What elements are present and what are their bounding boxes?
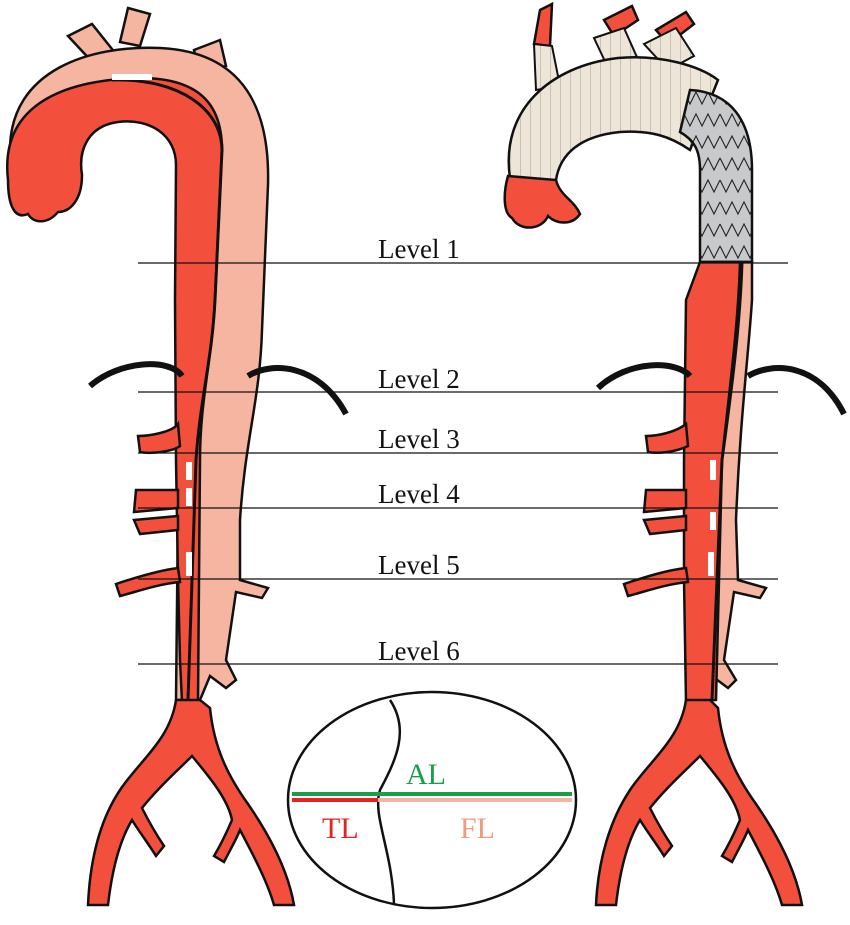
level-lines: Level 1 Level 2 Level 3 Level 4 Level 5 … [138, 234, 788, 666]
fl-label: FL [460, 812, 495, 845]
right-aorta-celiac-branch [644, 421, 690, 454]
level-4-label: Level 4 [378, 479, 460, 509]
right-aorta-arch-graft [507, 56, 720, 182]
level-6-label: Level 6 [378, 636, 460, 666]
right-aorta-tear-1 [710, 460, 716, 480]
right-aorta-sma-branch [642, 514, 688, 536]
left-aorta-tear-1 [186, 462, 192, 480]
left-aorta-renal-branch [132, 488, 180, 514]
right-aorta-iliac-bifurcation [594, 698, 804, 907]
left-aorta-celiac-branch [136, 420, 182, 454]
al-label: AL [406, 758, 446, 791]
right-aorta-stent-graft [678, 88, 754, 264]
right-aorta-branch-2-stub [602, 4, 640, 38]
right-aorta-tear-2 [710, 512, 716, 530]
left-aorta-tear-3 [186, 552, 192, 576]
left-aorta-branch-1 [118, 6, 152, 48]
right-aorta-root [503, 174, 582, 229]
right-aorta [503, 1, 847, 907]
cross-section: AL TL FL [286, 690, 578, 910]
level-3-label: Level 3 [378, 424, 460, 454]
cross-section-flap [376, 699, 402, 905]
left-aorta-sma-branch [132, 514, 180, 536]
left-aorta-arch-gap [112, 74, 152, 80]
right-aorta-diaphragm-arc [595, 362, 847, 416]
left-aorta-iliac-branch [114, 566, 182, 598]
left-aorta-iliac-bifurcation [86, 698, 296, 907]
tl-label: TL [322, 812, 359, 845]
left-aorta-tear-2 [186, 488, 192, 506]
right-aorta-branch-1-stub [532, 1, 554, 48]
right-aorta-tear-3 [708, 552, 714, 576]
left-aorta [5, 6, 349, 907]
left-aorta-flap [111, 78, 224, 701]
level-2-label: Level 2 [378, 364, 460, 394]
left-aorta-diaphragm-arc [88, 361, 349, 416]
level-5-label: Level 5 [378, 550, 460, 580]
right-aorta-renal-branch [642, 488, 688, 514]
right-aorta-flap [710, 261, 744, 701]
level-1-label: Level 1 [378, 234, 460, 264]
right-aorta-iliac-branch [622, 566, 690, 598]
